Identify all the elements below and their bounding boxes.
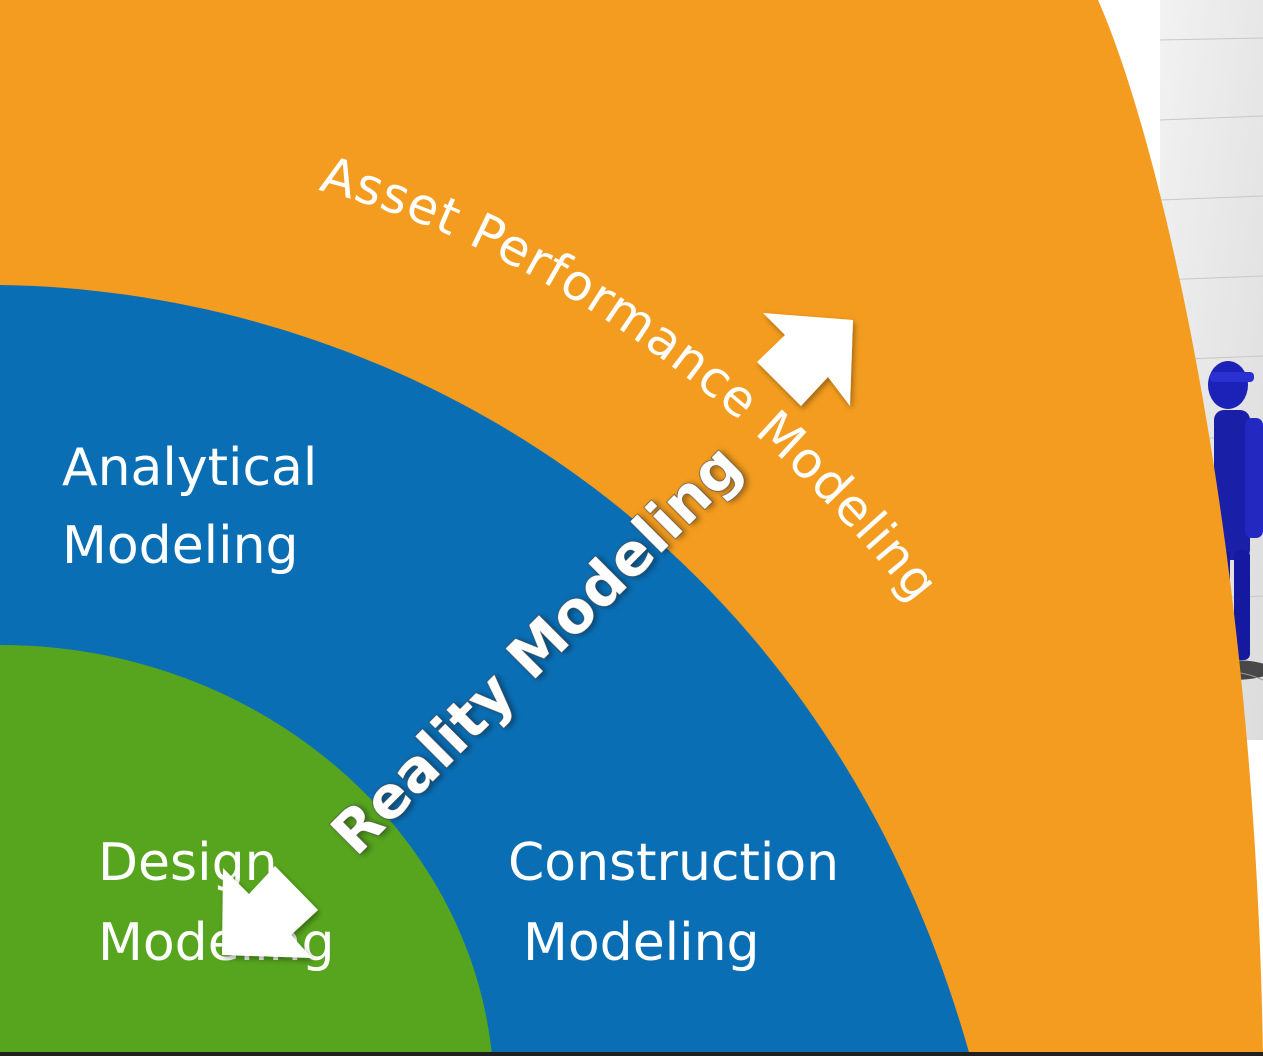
bottom-border <box>0 1052 1263 1056</box>
arrow-head-up-icon <box>757 313 853 406</box>
construction-label-line2: Modeling <box>523 913 760 973</box>
human-figure-icon <box>1169 361 1263 691</box>
analytical-label-line2: Modeling <box>62 516 299 576</box>
construction-label-line1: Construction <box>508 833 839 893</box>
arrow-head-down-icon <box>222 866 318 958</box>
reality-modeling-arrow <box>222 313 853 958</box>
design-label-line1: Design <box>98 833 278 893</box>
design-layer <box>0 645 492 1056</box>
analytical-label-line1: Analytical <box>62 438 317 498</box>
